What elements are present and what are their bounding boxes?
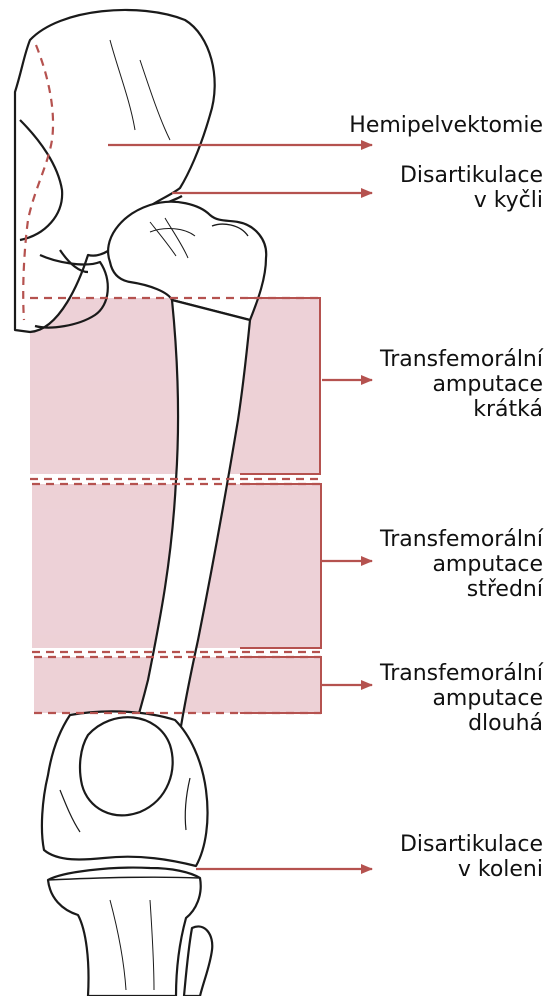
label-line: Disartikulace — [400, 832, 543, 857]
lower-leg-bones — [48, 868, 212, 996]
label-hip-disarticulation: Disartikulace v kyčli — [400, 163, 543, 213]
label-line: amputace — [380, 552, 543, 577]
label-line: Transfemorální — [380, 661, 543, 686]
label-transfemoral-long: Transfemorální amputace dlouhá — [380, 661, 543, 736]
label-line: dlouhá — [380, 711, 543, 736]
label-line: v koleni — [400, 857, 543, 882]
label-transfemoral-medium: Transfemorální amputace střední — [380, 527, 543, 602]
label-transfemoral-short: Transfemorální amputace krátká — [380, 347, 543, 422]
label-line: Transfemorální — [380, 347, 543, 372]
label-line: střední — [380, 577, 543, 602]
label-knee-disarticulation: Disartikulace v koleni — [400, 832, 543, 882]
label-line: Transfemorální — [380, 527, 543, 552]
knee — [42, 711, 208, 866]
label-line: amputace — [380, 686, 543, 711]
label-line: amputace — [380, 372, 543, 397]
label-line: Hemipelvektomie — [349, 113, 543, 138]
label-line: krátká — [380, 397, 543, 422]
label-line: v kyčli — [400, 188, 543, 213]
label-hemipelvectomy: Hemipelvektomie — [349, 113, 543, 138]
label-line: Disartikulace — [400, 163, 543, 188]
